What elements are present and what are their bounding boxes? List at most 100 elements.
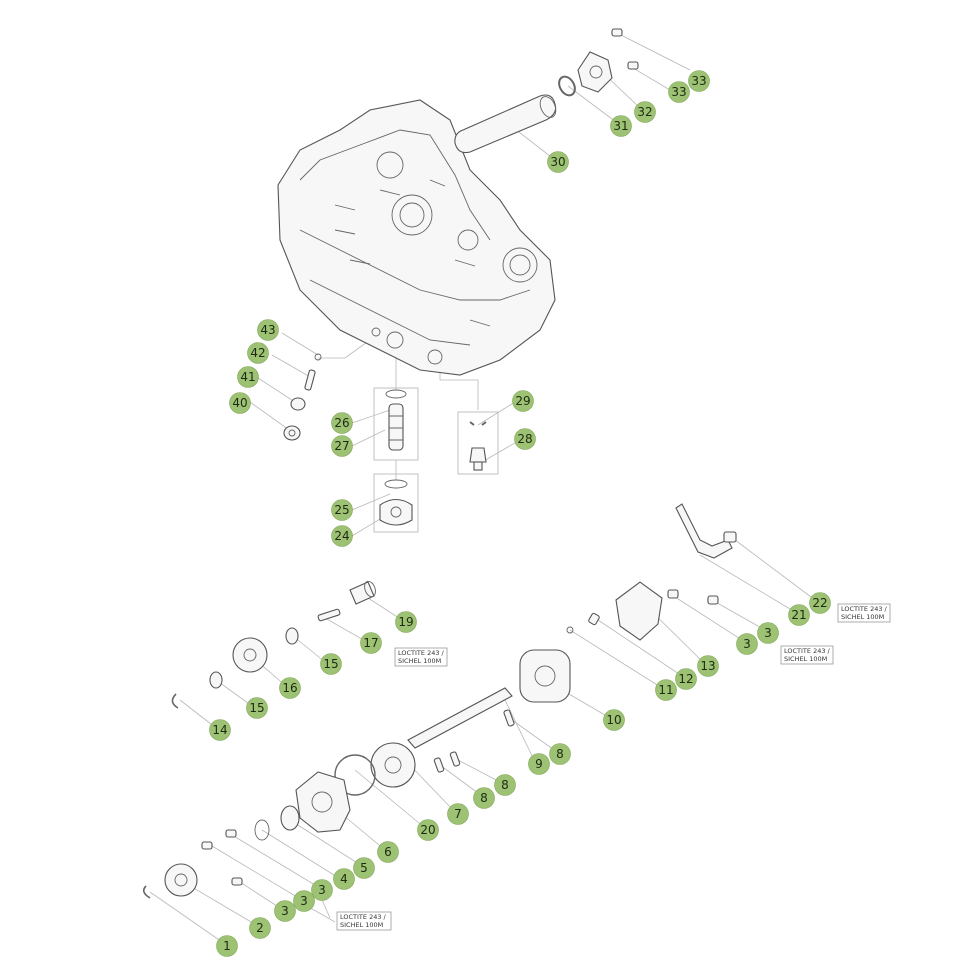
svg-text:14: 14 [212, 723, 227, 737]
callout-30: 30 [547, 151, 569, 173]
svg-text:31: 31 [613, 119, 628, 133]
callout-17: 17 [360, 632, 382, 654]
callout-22: 22 [809, 592, 831, 614]
svg-text:LOCTITE 243 /: LOCTITE 243 / [340, 913, 387, 921]
svg-text:12: 12 [678, 672, 693, 686]
callout-25: 25 [331, 499, 353, 521]
callout-33a: 33 [668, 81, 690, 103]
svg-text:7: 7 [454, 807, 462, 821]
callout-9: 9 [528, 753, 550, 775]
callout-badges: 43 42 41 40 26 27 25 24 29 28 30 31 32 3… [209, 70, 831, 957]
svg-text:8: 8 [501, 778, 509, 792]
svg-text:3: 3 [318, 883, 326, 897]
small-left-parts [283, 353, 322, 441]
callout-7: 7 [447, 803, 469, 825]
svg-text:8: 8 [556, 747, 564, 761]
svg-text:2: 2 [256, 921, 264, 935]
callout-33b: 33 [688, 70, 710, 92]
callout-15b: 15 [246, 697, 268, 719]
svg-text:42: 42 [250, 346, 265, 360]
svg-text:4: 4 [340, 872, 348, 886]
svg-text:15: 15 [323, 657, 338, 671]
svg-text:19: 19 [398, 615, 413, 629]
callout-3c: 3 [311, 879, 333, 901]
callout-10: 10 [603, 709, 625, 731]
svg-text:27: 27 [334, 439, 349, 453]
svg-text:33: 33 [691, 74, 706, 88]
callout-15a: 15 [320, 653, 342, 675]
callout-16: 16 [279, 677, 301, 699]
svg-text:16: 16 [282, 681, 297, 695]
bottom-parts [142, 771, 351, 899]
svg-text:15: 15 [249, 701, 264, 715]
svg-text:13: 13 [700, 659, 715, 673]
callout-14: 14 [209, 719, 231, 741]
note-loctite-middle: LOCTITE 243 / SICHEL 100M [394, 647, 448, 667]
svg-text:SICHEL 100M: SICHEL 100M [340, 921, 383, 929]
callout-28: 28 [514, 428, 536, 450]
svg-text:21: 21 [791, 608, 806, 622]
leader-lines [149, 32, 816, 945]
svg-text:3: 3 [300, 894, 308, 908]
svg-text:SICHEL 100M: SICHEL 100M [398, 657, 441, 665]
svg-text:33: 33 [671, 85, 686, 99]
callout-3d: 3 [293, 890, 315, 912]
svg-text:6: 6 [384, 845, 392, 859]
svg-text:26: 26 [334, 416, 349, 430]
callout-6: 6 [377, 841, 399, 863]
callout-27: 27 [331, 435, 353, 457]
callout-29: 29 [512, 390, 534, 412]
callout-21: 21 [788, 604, 810, 626]
callout-11: 11 [655, 679, 677, 701]
callout-8b: 8 [494, 774, 516, 796]
mid-right-parts [334, 503, 737, 796]
callout-8c: 8 [473, 787, 495, 809]
mid-left-parts [171, 580, 376, 709]
callout-20: 20 [417, 819, 439, 841]
svg-text:3: 3 [764, 626, 772, 640]
callout-5: 5 [353, 857, 375, 879]
svg-text:17: 17 [363, 636, 378, 650]
callout-40: 40 [229, 392, 251, 414]
tube-part [454, 94, 557, 154]
svg-text:24: 24 [334, 529, 349, 543]
callout-3e: 3 [274, 900, 296, 922]
callout-43: 43 [257, 319, 279, 341]
svg-text:LOCTITE 243 /: LOCTITE 243 / [784, 647, 831, 655]
plug-parts [457, 411, 499, 475]
svg-text:9: 9 [535, 757, 543, 771]
callout-13: 13 [697, 655, 719, 677]
svg-text:20: 20 [420, 823, 435, 837]
callout-3b: 3 [736, 633, 758, 655]
note-loctite-bottom: LOCTITE 243 / SICHEL 100M [336, 911, 392, 931]
svg-text:29: 29 [515, 394, 530, 408]
svg-text:1: 1 [223, 939, 231, 953]
note-loctite-top-right: LOCTITE 243 / SICHEL 100M [837, 603, 891, 623]
svg-text:LOCTITE 243 /: LOCTITE 243 / [398, 649, 445, 657]
svg-text:32: 32 [637, 105, 652, 119]
crankcase-housing [277, 99, 556, 376]
callout-4: 4 [333, 868, 355, 890]
callout-3a: 3 [757, 622, 779, 644]
top-right-parts [558, 28, 639, 97]
note-loctite-right: LOCTITE 243 / SICHEL 100M [780, 645, 834, 665]
svg-text:10: 10 [606, 713, 621, 727]
svg-text:28: 28 [517, 432, 532, 446]
svg-text:22: 22 [812, 596, 827, 610]
loctite-notes: LOCTITE 243 / SICHEL 100M LOCTITE 243 / … [336, 603, 891, 931]
svg-text:11: 11 [658, 683, 673, 697]
svg-text:3: 3 [281, 904, 289, 918]
callout-41: 41 [237, 366, 259, 388]
svg-text:25: 25 [334, 503, 349, 517]
svg-text:8: 8 [480, 791, 488, 805]
callout-26: 26 [331, 412, 353, 434]
svg-text:5: 5 [360, 861, 368, 875]
svg-text:30: 30 [550, 155, 565, 169]
callout-32: 32 [634, 101, 656, 123]
svg-text:40: 40 [232, 396, 247, 410]
callout-8a: 8 [549, 743, 571, 765]
callout-1: 1 [216, 935, 238, 957]
svg-text:41: 41 [240, 370, 255, 384]
svg-text:LOCTITE 243 /: LOCTITE 243 / [841, 605, 888, 613]
svg-text:43: 43 [260, 323, 275, 337]
